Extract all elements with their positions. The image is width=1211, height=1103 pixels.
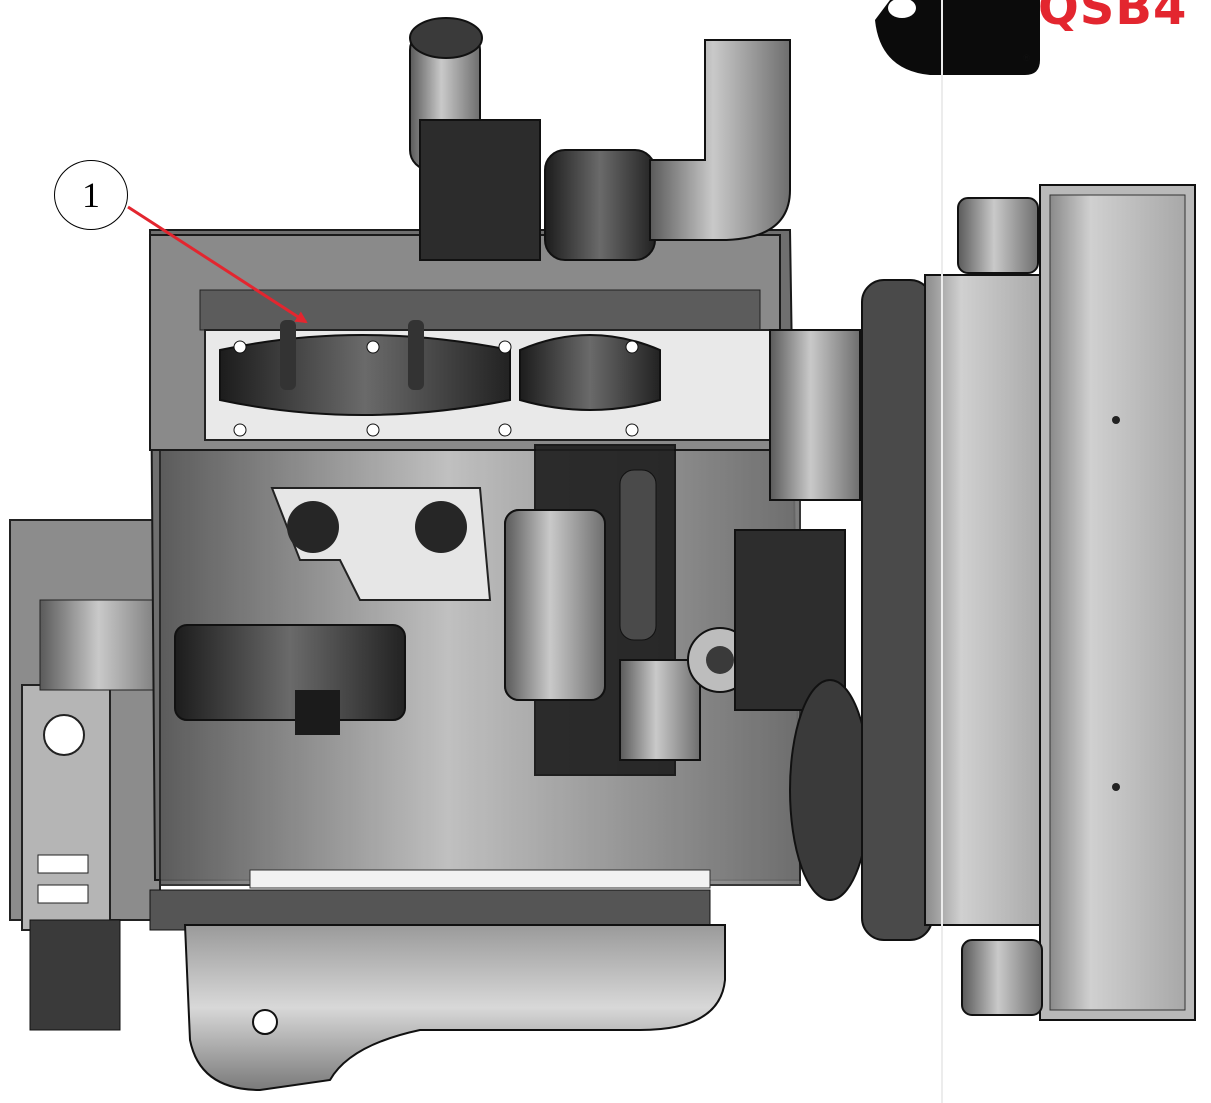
- flywheel-housing: [9, 519, 171, 1031]
- intake-plate: [270, 487, 492, 601]
- cooling-fan-shroud: [861, 279, 933, 941]
- front-pulleys: [734, 329, 871, 901]
- registered-mark: ®: [1022, 54, 1031, 64]
- cummins-logo: [875, 0, 1040, 75]
- model-name: QSB4: [1038, 0, 1188, 36]
- oil-pan: [183, 924, 726, 1092]
- exhaust-manifold: [204, 320, 781, 441]
- starter-motor: [174, 624, 406, 735]
- callout-label-1: 1: [54, 160, 128, 230]
- air-intake-elbow: [649, 39, 791, 241]
- radiator: [924, 184, 1196, 1021]
- turbocharger: [409, 17, 656, 261]
- panel-divider: [941, 0, 943, 1103]
- callout-arrow: [127, 205, 308, 324]
- water-elbow: [619, 627, 753, 761]
- callout-number: 1: [82, 175, 100, 215]
